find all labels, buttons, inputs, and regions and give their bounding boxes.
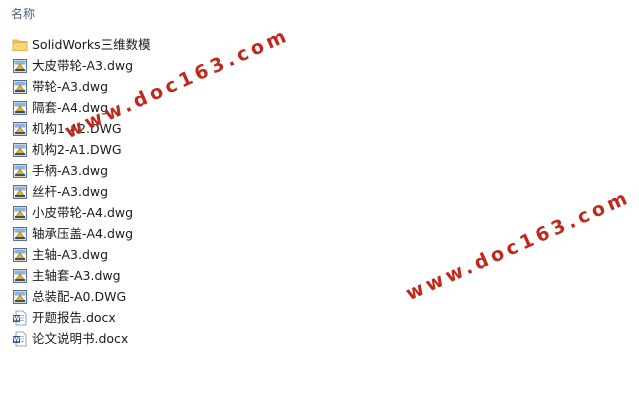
file-name-label: 手柄-A3.dwg [32, 162, 109, 178]
word-doc-icon: W [12, 331, 28, 347]
file-list: SolidWorks三维数模 大皮带轮-A3.dwg 带轮-A3.dwg 隔套-… [12, 34, 151, 349]
file-list-item[interactable]: 总装配-A0.DWG [12, 286, 151, 307]
svg-text:W: W [13, 315, 20, 322]
dwg-file-icon [12, 142, 28, 158]
file-list-item[interactable]: 机构2-A1.DWG [12, 139, 151, 160]
file-name-label: 主轴-A3.dwg [32, 246, 109, 262]
dwg-file-icon [12, 79, 28, 95]
file-list-item[interactable]: 隔套-A4.dwg [12, 97, 151, 118]
file-list-item[interactable]: 机构1-A2.DWG [12, 118, 151, 139]
file-name-label: 论文说明书.docx [32, 330, 129, 346]
file-name-label: 机构2-A1.DWG [32, 141, 122, 157]
file-name-label: 大皮带轮-A3.dwg [32, 57, 134, 73]
dwg-file-icon [12, 247, 28, 263]
file-list-item[interactable]: SolidWorks三维数模 [12, 34, 151, 55]
file-list-item[interactable]: 轴承压盖-A4.dwg [12, 223, 151, 244]
file-list-item[interactable]: 小皮带轮-A4.dwg [12, 202, 151, 223]
file-list-item[interactable]: W 论文说明书.docx [12, 328, 151, 349]
svg-text:W: W [13, 336, 20, 343]
file-list-item[interactable]: 带轮-A3.dwg [12, 76, 151, 97]
folder-icon [12, 37, 28, 53]
dwg-file-icon [12, 184, 28, 200]
file-name-label: 带轮-A3.dwg [32, 78, 109, 94]
file-list-item[interactable]: W 开题报告.docx [12, 307, 151, 328]
file-name-label: 开题报告.docx [32, 309, 116, 325]
file-name-label: 隔套-A4.dwg [32, 99, 109, 115]
file-name-label: 主轴套-A3.dwg [32, 267, 121, 283]
dwg-file-icon [12, 289, 28, 305]
file-name-label: 机构1-A2.DWG [32, 120, 122, 136]
file-list-item[interactable]: 手柄-A3.dwg [12, 160, 151, 181]
file-list-item[interactable]: 大皮带轮-A3.dwg [12, 55, 151, 76]
dwg-file-icon [12, 226, 28, 242]
dwg-file-icon [12, 100, 28, 116]
file-name-label: 总装配-A0.DWG [32, 288, 127, 304]
file-name-label: 丝杆-A3.dwg [32, 183, 109, 199]
word-doc-icon: W [12, 310, 28, 326]
dwg-file-icon [12, 205, 28, 221]
name-column-header[interactable]: 名称 [11, 7, 36, 21]
file-list-item[interactable]: 丝杆-A3.dwg [12, 181, 151, 202]
file-name-label: SolidWorks三维数模 [32, 36, 151, 52]
file-name-label: 小皮带轮-A4.dwg [32, 204, 134, 220]
dwg-file-icon [12, 163, 28, 179]
dwg-file-icon [12, 268, 28, 284]
dwg-file-icon [12, 58, 28, 74]
file-name-label: 轴承压盖-A4.dwg [32, 225, 134, 241]
file-list-item[interactable]: 主轴套-A3.dwg [12, 265, 151, 286]
dwg-file-icon [12, 121, 28, 137]
watermark-text: www.doc163.com [402, 185, 634, 306]
file-list-item[interactable]: 主轴-A3.dwg [12, 244, 151, 265]
